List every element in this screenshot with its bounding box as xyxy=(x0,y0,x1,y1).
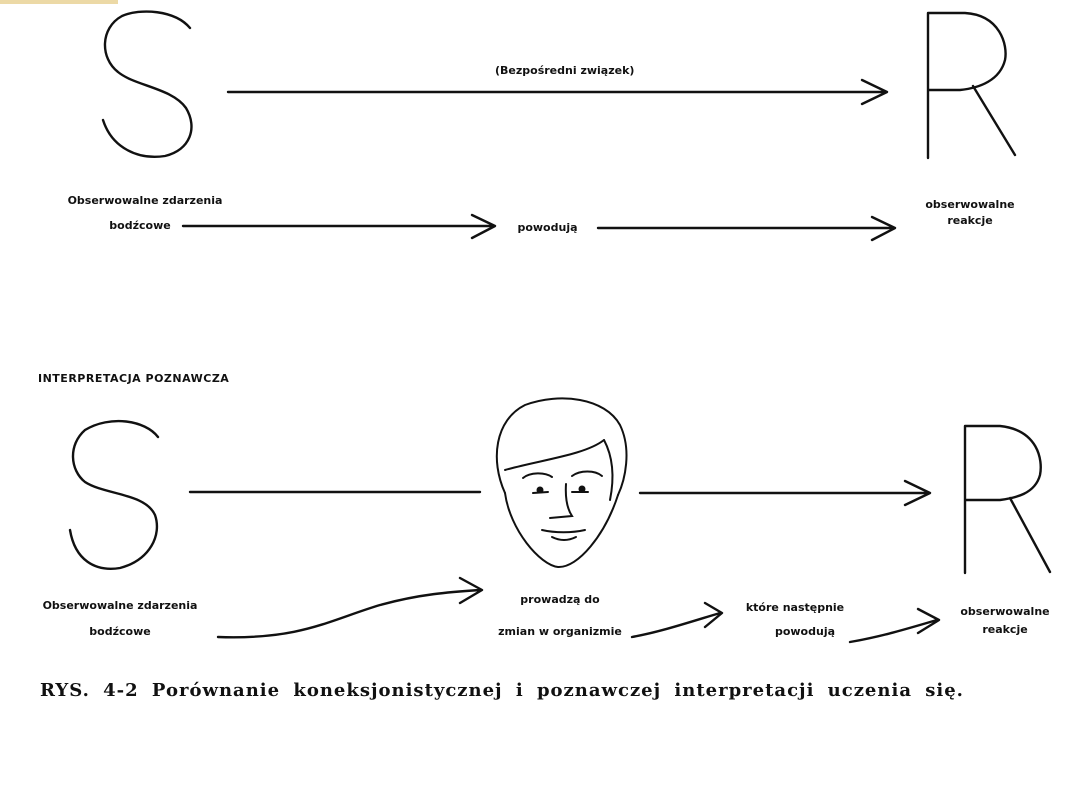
response-label-bottom-line1: obserwowalne xyxy=(960,605,1050,618)
stimulus-to-causes-arrow xyxy=(181,213,497,240)
then-label-line1: które następnie xyxy=(745,601,845,614)
changes-to-then-arrow xyxy=(630,601,724,639)
response-letter-top xyxy=(926,11,1017,160)
response-label-top-line2: reakcje xyxy=(947,214,993,227)
direct-link-arrow xyxy=(226,78,889,106)
stimulus-label-bottom-line2: bodźcowe xyxy=(89,625,151,638)
figure-caption: RYS. 4-2 Porównanie koneksjonistycznej i… xyxy=(40,680,964,701)
section-header-cognitive: INTERPRETACJA POZNAWCZA xyxy=(38,372,230,385)
face-icon xyxy=(495,397,628,569)
then-to-response-arrow xyxy=(848,607,941,644)
direct-link-label: (Bezpośredni związek) xyxy=(495,64,635,77)
scan-edge-strip xyxy=(0,0,118,4)
stimulus-label-top-line2: bodźcowe xyxy=(109,219,171,232)
causes-to-response-arrow xyxy=(596,215,897,242)
organism-label-line1: prowadzą do xyxy=(520,593,600,606)
organism-label-line2: zmian w organizmie xyxy=(498,625,622,638)
response-letter-bottom xyxy=(963,424,1052,575)
stimulus-letter-bottom xyxy=(68,419,160,570)
stimulus-label-top-line1: Obserwowalne zdarzenia xyxy=(67,194,223,207)
then-label-line2: powodują xyxy=(774,625,836,638)
response-label-top-line1: obserwowalne xyxy=(925,198,1015,211)
organism-to-response-arrow xyxy=(638,479,932,507)
response-label-bottom-line2: reakcje xyxy=(982,623,1028,636)
stimulus-label-bottom-line1: Obserwowalne zdarzenia xyxy=(42,599,198,612)
causes-label-top: powodują xyxy=(517,221,578,234)
stimulus-to-changes-arrow xyxy=(216,576,484,639)
stimulus-letter-top xyxy=(101,10,193,158)
